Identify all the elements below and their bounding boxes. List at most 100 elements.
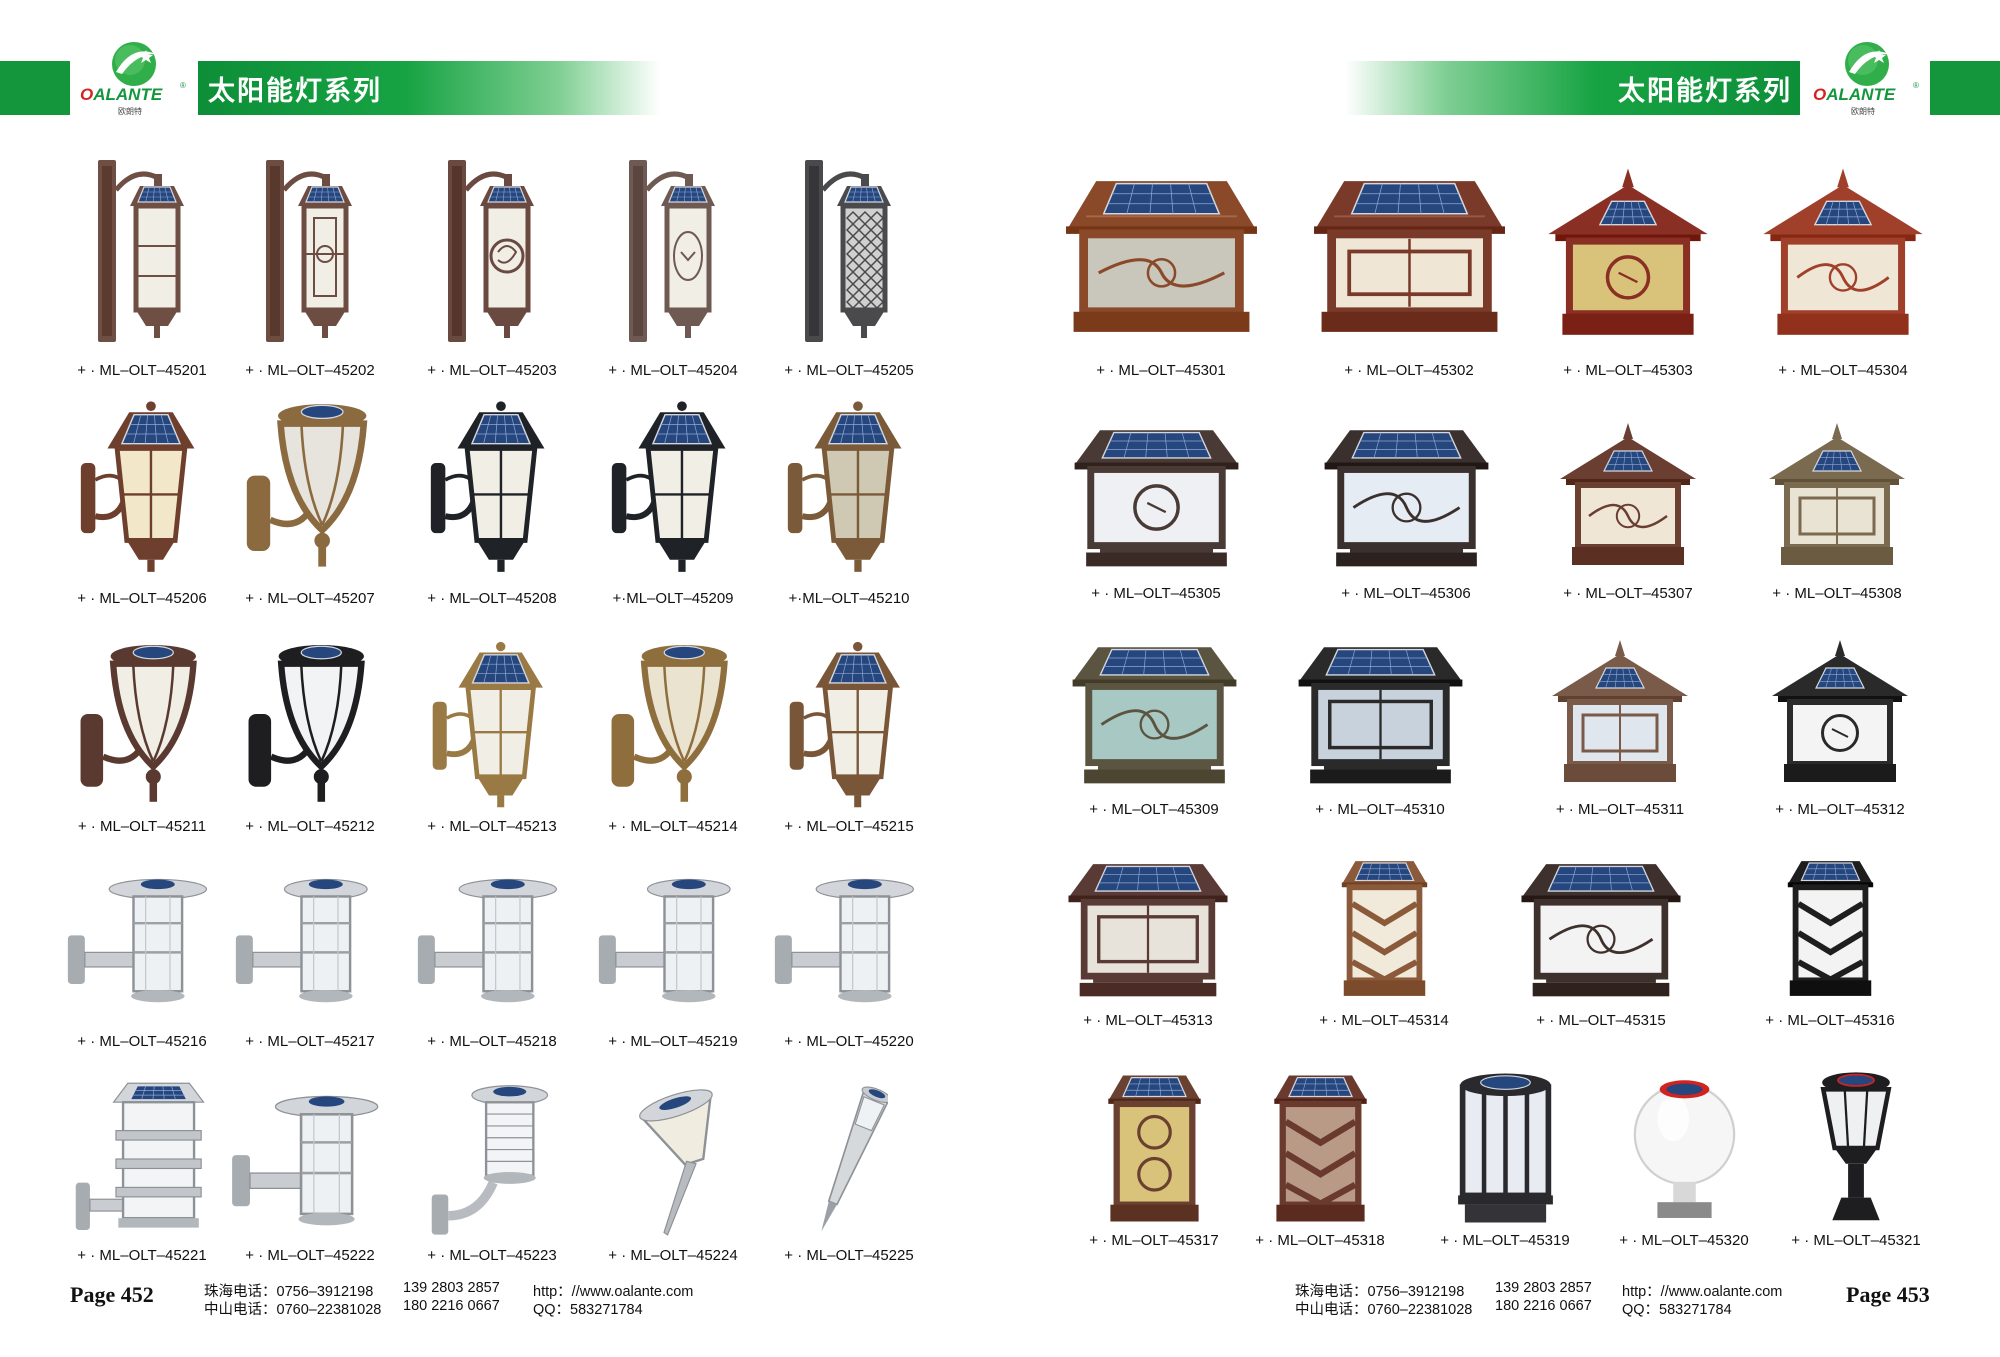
stainless-tier-icon <box>75 1082 205 1230</box>
product-ml-olt-45219 <box>594 860 752 1018</box>
pillar-flat-icon <box>1521 864 1681 997</box>
website-link[interactable]: http：//www.oalante.com <box>533 1284 694 1300</box>
wall-lantern-icon <box>611 401 725 572</box>
product-ml-olt-45206 <box>76 395 209 577</box>
product-ml-olt-45308 <box>1767 421 1907 571</box>
product-ml-olt-45204 <box>623 156 723 346</box>
product-ml-olt-45314 <box>1336 855 1433 1001</box>
product-code-label: + · ML–OLT–45216 <box>77 1033 207 1050</box>
globe-icon <box>1633 1080 1735 1218</box>
product-ml-olt-45301 <box>1061 166 1262 342</box>
product-code-label: + · ML–OLT–45302 <box>1344 362 1474 379</box>
pillar-roof-icon <box>1065 181 1257 332</box>
product-ml-olt-45224 <box>620 1076 727 1242</box>
product-code-label: + · ML–OLT–45317 <box>1089 1232 1219 1249</box>
wall-bowl-icon <box>611 644 728 802</box>
wall-bowl-icon <box>248 644 365 802</box>
product-ml-olt-45302 <box>1309 166 1510 342</box>
product-ml-olt-45207 <box>239 395 382 577</box>
product-code-label: + · ML–OLT–45321 <box>1791 1232 1921 1249</box>
zhongshan-mobile: 180 2216 0667 <box>1495 1298 1592 1314</box>
brand-logo-left: OALANTE ® 欧朗特 <box>72 40 194 118</box>
pillar-pyramid-icon <box>1560 423 1696 565</box>
brand-name: OALANTE <box>80 85 163 104</box>
pillar-flat-icon <box>1072 647 1236 784</box>
product-ml-olt-45320 <box>1628 1069 1741 1227</box>
product-ml-olt-45225 <box>811 1076 888 1242</box>
product-code-label: + · ML–OLT–45306 <box>1341 585 1471 602</box>
registered-mark: ® <box>1913 81 1919 90</box>
stainless-wall-icon <box>598 878 731 1003</box>
pillar-tall-icon <box>1273 1075 1367 1222</box>
product-code-label: + · ML–OLT–45222 <box>245 1247 375 1264</box>
product-ml-olt-45215 <box>785 636 914 812</box>
brand-chinese: 欧朗特 <box>118 106 142 116</box>
product-ml-olt-45213 <box>428 636 557 812</box>
website-link[interactable]: http：//www.oalante.com <box>1622 1284 1783 1300</box>
product-ml-olt-45214 <box>604 636 742 812</box>
pillar-pyramid-icon <box>1548 168 1708 335</box>
product-code-label: + · ML–OLT–45208 <box>427 590 557 607</box>
zhuhai-mobile: 139 2803 2857 <box>1495 1280 1592 1296</box>
product-ml-olt-45209 <box>607 395 740 577</box>
pillar-pyramid-icon <box>1552 640 1688 782</box>
product-ml-olt-45315 <box>1517 855 1685 1001</box>
product-code-label: + · ML–OLT–45203 <box>427 362 557 379</box>
product-ml-olt-45305 <box>1070 421 1243 571</box>
zhongshan-mobile: 180 2216 0667 <box>403 1298 500 1314</box>
registered-mark: ® <box>180 81 186 90</box>
product-ml-olt-45217 <box>231 860 389 1018</box>
stainless-wall-icon <box>417 878 558 1003</box>
stainless-wall-icon <box>232 1095 379 1226</box>
product-code-label: + · ML–OLT–45319 <box>1440 1232 1570 1249</box>
product-ml-olt-45208 <box>426 395 559 577</box>
product-ml-olt-45218 <box>413 860 571 1018</box>
pillar-pyramid-icon <box>1769 423 1905 565</box>
product-code-label: + · ML–OLT–45212 <box>245 818 375 835</box>
product-ml-olt-45319 <box>1449 1069 1562 1227</box>
pillar-flat-icon <box>1068 864 1228 997</box>
product-code-label: + · ML–OLT–45205 <box>784 362 914 379</box>
pillar-pyramid-icon <box>1763 168 1923 335</box>
spike-torch-icon <box>820 1086 888 1232</box>
product-ml-olt-45223 <box>427 1076 557 1242</box>
product-ml-olt-45303 <box>1546 166 1710 342</box>
wall-lantern-plate-icon <box>448 160 534 342</box>
product-ml-olt-45309 <box>1068 638 1241 788</box>
product-code-label: + · ML–OLT–45307 <box>1563 585 1693 602</box>
product-code-label: + · ML–OLT–45316 <box>1765 1012 1895 1029</box>
pillar-tall-icon <box>1341 861 1427 996</box>
product-ml-olt-45304 <box>1761 166 1925 342</box>
product-code-label: + · ML–OLT–45201 <box>77 362 207 379</box>
wall-lantern-plate-icon <box>266 160 352 342</box>
series-title: 太阳能灯系列 <box>208 75 382 107</box>
product-ml-olt-45216 <box>63 860 221 1018</box>
product-ml-olt-45306 <box>1320 421 1493 571</box>
product-code-label: + · ML–OLT–45308 <box>1772 585 1902 602</box>
wall-lantern-icon <box>432 641 543 808</box>
product-ml-olt-45203 <box>442 156 542 346</box>
wall-lantern-plate-icon <box>629 160 715 342</box>
zhuhai-mobile: 139 2803 2857 <box>403 1280 500 1296</box>
stainless-wall-icon <box>235 878 368 1003</box>
product-ml-olt-45316 <box>1782 855 1879 1001</box>
product-ml-olt-45220 <box>770 860 928 1018</box>
logo-leaf-icon: OALANTE ® 欧朗特 <box>80 42 186 116</box>
product-code-label: + · ML–OLT–45219 <box>608 1033 738 1050</box>
product-code-label: + · ML–OLT–45218 <box>427 1033 557 1050</box>
pillar-lantern-icon <box>1820 1072 1892 1221</box>
product-code-label: + · ML–OLT–45313 <box>1083 1012 1213 1029</box>
wall-lantern-icon <box>787 401 901 572</box>
product-code-label: + · ML–OLT–45311 <box>1555 801 1685 818</box>
brand-logo-right: OALANTE ® 欧朗特 <box>1805 40 1927 118</box>
zhuhai-phone: 珠海电话：0756–3912198 <box>1295 1284 1465 1300</box>
pillar-flat-icon <box>1074 430 1238 567</box>
pillar-roof-icon <box>1313 181 1505 332</box>
product-code-label: + · ML–OLT–45206 <box>77 590 207 607</box>
product-code-label: + · ML–OLT–45315 <box>1536 1012 1666 1029</box>
product-code-label: + · ML–OLT–45213 <box>427 818 557 835</box>
product-ml-olt-45317 <box>1102 1069 1207 1227</box>
stainless-wall-icon <box>774 878 915 1003</box>
product-code-label: + · ML–OLT–45304 <box>1778 362 1908 379</box>
header-strip-left <box>0 61 70 115</box>
